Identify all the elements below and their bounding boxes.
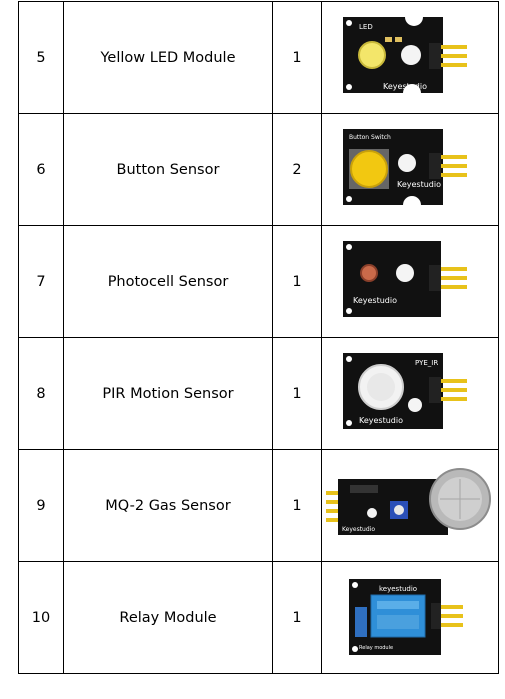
silk-label: Relay module [359, 645, 393, 651]
item-name: Button Sensor [63, 113, 273, 226]
item-quantity: 1 [272, 449, 322, 562]
item-number: 9 [18, 449, 64, 562]
table-row: 7 Photocell Sensor 1 Keyestudio [18, 225, 499, 338]
board-label: Keyestudio [397, 180, 441, 189]
photocell-sensor-image: Keyestudio [343, 240, 467, 317]
relay-module-image: keyestudio Relay module [349, 578, 463, 655]
silk-label: LED [359, 23, 373, 31]
board-label: Keyestudio [342, 526, 375, 533]
item-number: 5 [18, 1, 64, 114]
item-image-cell: keyestudio Relay module [321, 561, 499, 674]
item-image-cell: LED Keyestudio [321, 1, 499, 114]
item-quantity: 1 [272, 225, 322, 338]
item-image-cell: PYE_IR Keyestudio [321, 337, 499, 450]
silk-label: Button Switch [349, 134, 391, 141]
board-label: keyestudio [379, 585, 417, 593]
table-row: 6 Button Sensor 2 Button Switch Keyestud… [18, 113, 499, 226]
board-label: Keyestudio [359, 416, 403, 425]
item-name: MQ-2 Gas Sensor [63, 449, 273, 562]
yellow-led-module-image: LED Keyestudio [343, 16, 467, 93]
button-sensor-image: Button Switch Keyestudio [343, 128, 467, 205]
item-number: 7 [18, 225, 64, 338]
item-quantity: 1 [272, 561, 322, 674]
item-name: Photocell Sensor [63, 225, 273, 338]
table-row: 8 PIR Motion Sensor 1 PYE_IR Keyestudio [18, 337, 499, 450]
pir-motion-sensor-image: PYE_IR Keyestudio [343, 352, 467, 429]
table-row: 10 Relay Module 1 keyestudio Relay modul… [18, 561, 499, 674]
item-number: 6 [18, 113, 64, 226]
parts-table: 5 Yellow LED Module 1 LED Keyestudio [18, 1, 499, 674]
item-image-cell: Button Switch Keyestudio [321, 113, 499, 226]
item-name: PIR Motion Sensor [63, 337, 273, 450]
item-quantity: 2 [272, 113, 322, 226]
item-quantity: 1 [272, 337, 322, 450]
item-number: 8 [18, 337, 64, 450]
silk-label: PYE_IR [415, 359, 438, 367]
mq2-gas-sensor-image: Keyestudio [326, 467, 491, 535]
item-image-cell: Keyestudio [321, 449, 499, 562]
table-row: 5 Yellow LED Module 1 LED Keyestudio [18, 1, 499, 114]
table-row: 9 MQ-2 Gas Sensor 1 Keyestudio [18, 449, 499, 562]
item-image-cell: Keyestudio [321, 225, 499, 338]
item-number: 10 [18, 561, 64, 674]
item-quantity: 1 [272, 1, 322, 114]
board-label: Keyestudio [353, 296, 397, 305]
board-label: Keyestudio [383, 82, 427, 91]
item-name: Relay Module [63, 561, 273, 674]
item-name: Yellow LED Module [63, 1, 273, 114]
